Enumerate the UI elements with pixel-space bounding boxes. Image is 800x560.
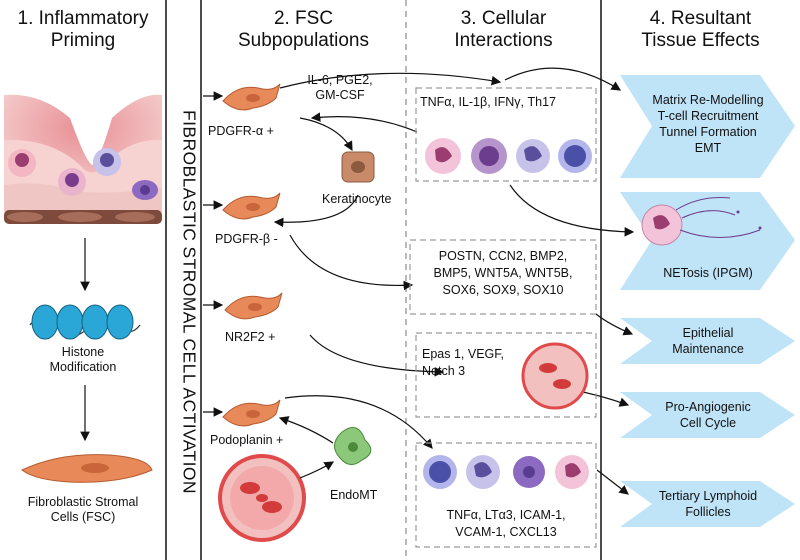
column-dividers — [165, 0, 602, 560]
fsc-label: Fibroblastic Stromal Cells (FSC) — [0, 495, 166, 525]
keratinocyte-cell — [341, 151, 375, 183]
box3-line2: Notch 3 — [422, 364, 466, 378]
header-col2: 2. FSC Subpopulations — [201, 8, 406, 52]
effect4-line2: Cell Cycle — [679, 416, 737, 430]
effect-chevrons — [620, 75, 795, 527]
box2-line1: POSTN, CCN2, BMP2, — [438, 249, 568, 263]
header-col4-line1: 4. Resultant — [649, 8, 752, 29]
effect2-text: NETosis (IPGM) — [663, 266, 753, 280]
endothelial-cell-col2 — [218, 454, 306, 542]
header-col2-line2: Subpopulations — [238, 30, 369, 51]
effect5-text: Tertiary Lymphoid Follicles — [628, 488, 788, 520]
endothelial-cell-box3 — [521, 342, 589, 410]
histone-line1: Histone — [61, 345, 105, 359]
pdgfra-label: PDGFR-α + — [208, 124, 274, 138]
header-col3-line2: Interactions — [454, 30, 553, 51]
endomt-cell — [334, 427, 372, 465]
vertical-banner: FIBROBLASTIC STROMAL CELL ACTIVATION — [179, 52, 200, 552]
header-col4-line2: Tissue Effects — [641, 30, 760, 51]
interaction-arrows — [273, 67, 635, 495]
histone-label: Histone Modification — [0, 345, 166, 375]
immune-cells-box4 — [423, 455, 589, 489]
effect5-line2: Follicles — [685, 505, 731, 519]
cytokines-line2: GM-CSF — [315, 88, 365, 102]
fsc-line1: Fibroblastic Stromal — [27, 495, 139, 509]
box4-line1: TNFα, LTα3, ICAM-1, — [446, 508, 566, 522]
box4-line2: VCAM-1, CXCL13 — [455, 525, 557, 539]
box2-line3: SOX6, SOX9, SOX10 — [442, 283, 564, 297]
skin-section-illustration — [4, 94, 162, 224]
effect1-text: Matrix Re-Modelling T-cell Recruitment T… — [628, 92, 788, 156]
interaction-boxes — [409, 87, 597, 548]
endomt-label: EndoMT — [330, 488, 378, 502]
effect1-line4: EMT — [694, 141, 722, 155]
effect4-text: Pro-Angiogenic Cell Cycle — [628, 399, 788, 431]
nr2f2-label: NR2F2 + — [225, 330, 276, 344]
immune-cells-box1 — [425, 138, 592, 174]
header-col3: 3. Cellular Interactions — [406, 8, 601, 52]
effect4-line1: Pro-Angiogenic — [665, 400, 751, 414]
header-col4: 4. Resultant Tissue Effects — [601, 8, 800, 52]
box3-text: Epas 1, VEGF, Notch 3 — [422, 346, 504, 380]
header-col3-line1: 3. Cellular — [460, 8, 547, 29]
nucleosome-illustration — [29, 304, 141, 340]
effect3-text: Epithelial Maintenance — [628, 325, 788, 357]
header-col1: 1. Inflammatory Priming — [0, 8, 166, 52]
header-col1-line1: 1. Inflammatory — [17, 8, 149, 29]
keratinocyte-label: Keratinocyte — [322, 192, 392, 206]
box3-line1: Epas 1, VEGF, — [422, 347, 504, 361]
histone-line2: Modification — [49, 360, 117, 374]
fsc-spindle-illustration — [21, 454, 153, 483]
effect3-line2: Maintenance — [672, 342, 744, 356]
pdgfrb-label: PDGFR-β - — [215, 232, 278, 246]
effect3-line1: Epithelial — [682, 326, 734, 340]
effect5-line1: Tertiary Lymphoid — [658, 489, 758, 503]
header-col1-line2: Priming — [50, 30, 116, 51]
box2-line2: BMP5, WNT5A, WNT5B, — [433, 266, 573, 280]
vertical-banner-text: FIBROBLASTIC STROMAL CELL ACTIVATION — [179, 110, 200, 494]
box4-text: TNFα, LTα3, ICAM-1, VCAM-1, CXCL13 — [416, 507, 596, 541]
effect1-line2: T-cell Recruitment — [657, 109, 759, 123]
col2-entry-arrows — [203, 91, 224, 417]
fsc-line2: Cells (FSC) — [50, 510, 116, 524]
netosis-illustration — [641, 197, 762, 246]
fibroblast-cells — [222, 83, 283, 427]
podoplanin-label: Podoplanin + — [210, 433, 284, 447]
box2-text: POSTN, CCN2, BMP2, BMP5, WNT5A, WNT5B, S… — [410, 248, 596, 299]
cytokines-line1: IL-6, PGE2, — [307, 73, 373, 87]
cytokines-label: IL-6, PGE2, GM-CSF — [300, 73, 380, 103]
effect1-line3: Tunnel Formation — [659, 125, 757, 139]
effect1-line1: Matrix Re-Modelling — [652, 93, 764, 107]
header-col2-line1: 2. FSC — [273, 8, 334, 29]
box1-text: TNFα, IL-1β, IFNγ, Th17 — [420, 95, 556, 109]
